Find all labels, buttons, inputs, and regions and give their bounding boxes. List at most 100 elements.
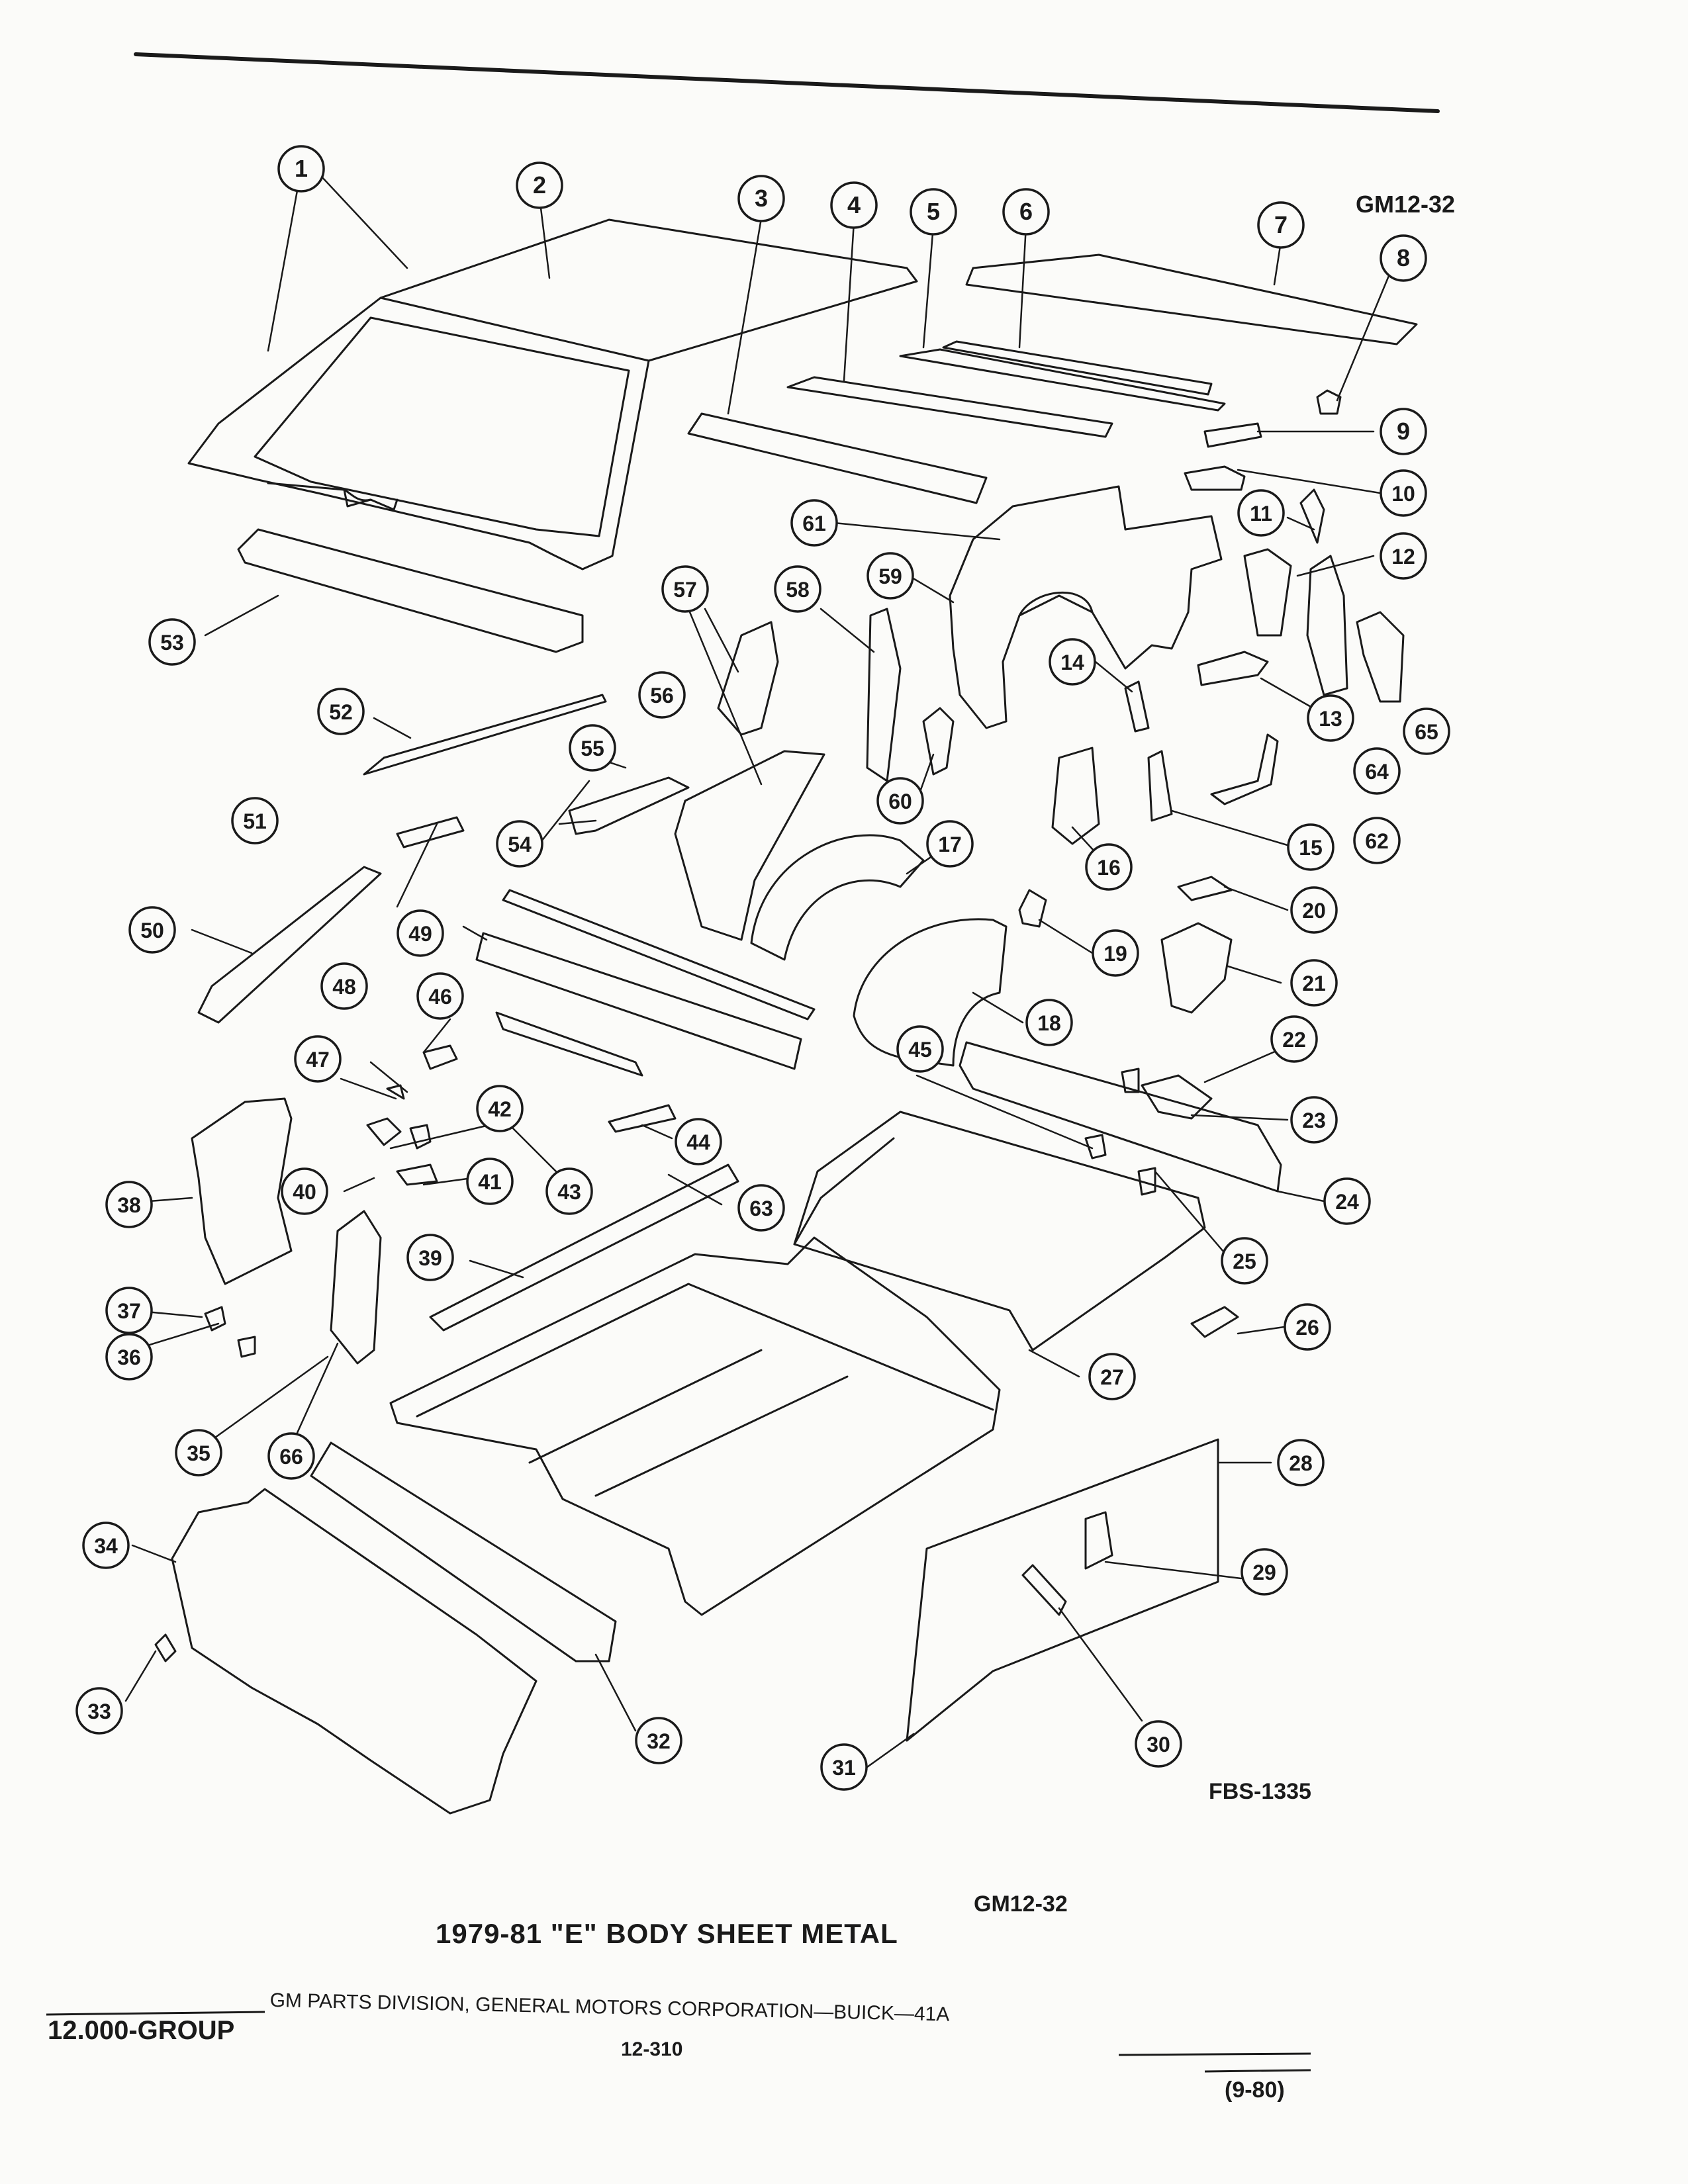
callout-1: 1 [277, 145, 325, 193]
callout-3: 3 [737, 175, 785, 222]
callout-number: 26 [1295, 1316, 1319, 1340]
callout-number: 17 [938, 833, 962, 856]
callout-circle [1290, 886, 1338, 934]
callout-circle [545, 1167, 593, 1215]
callout-number: 15 [1299, 836, 1323, 860]
callout-60: 60 [876, 777, 924, 825]
figure-caption: 1979-81 "E" BODY SHEET METAL [436, 1918, 898, 1949]
callout-number: 57 [673, 578, 697, 602]
callout-number: 39 [418, 1246, 442, 1270]
callout-54: 54 [496, 820, 543, 868]
callout-number: 34 [94, 1534, 118, 1558]
callout-circle [406, 1234, 454, 1281]
callout-number: 9 [1397, 418, 1410, 445]
roof-side-rail-part [475, 932, 802, 1070]
callout-40: 40 [281, 1167, 328, 1215]
callout-circle [1353, 747, 1401, 795]
callout-circle [148, 618, 196, 666]
callout-number: 24 [1335, 1190, 1359, 1214]
callout-circle [397, 909, 444, 957]
callout-number: 16 [1097, 856, 1121, 880]
callout-number: 36 [117, 1345, 141, 1369]
callout-circle [1323, 1177, 1371, 1225]
callout-17: 17 [926, 820, 974, 868]
callout-number: 23 [1302, 1109, 1326, 1132]
cowl-panel-part [310, 1441, 617, 1662]
callout-30: 30 [1135, 1720, 1182, 1768]
callout-circle [635, 1717, 682, 1764]
callout-32: 32 [635, 1717, 682, 1764]
callout-6: 6 [1002, 188, 1050, 236]
callout-61: 61 [790, 499, 838, 547]
callout-circle [737, 1184, 785, 1232]
callout-number: 46 [428, 985, 452, 1009]
inner-quarter-part [674, 750, 825, 941]
callout-5: 5 [910, 188, 957, 236]
callout-circle [926, 820, 974, 868]
callout-number: 29 [1252, 1561, 1276, 1584]
callout-20: 20 [1290, 886, 1338, 934]
callout-8: 8 [1380, 234, 1427, 282]
callout-circle [638, 671, 686, 719]
callout-number: 35 [187, 1441, 211, 1465]
callout-circle [1088, 1353, 1136, 1400]
callout-14: 14 [1049, 638, 1096, 686]
callout-circle [820, 1743, 868, 1791]
callout-circle [1353, 817, 1401, 864]
callout-circle [1241, 1548, 1288, 1596]
callout-circle [1287, 823, 1335, 871]
callout-circle [1380, 408, 1427, 455]
callout-circle [1380, 469, 1427, 517]
callout-circle [896, 1025, 944, 1073]
callout-circle [231, 797, 279, 844]
callout-27: 27 [1088, 1353, 1136, 1400]
dash-panel-part [171, 1488, 538, 1815]
callout-24: 24 [1323, 1177, 1371, 1225]
callout-number: 30 [1147, 1733, 1170, 1756]
callout-9: 9 [1380, 408, 1427, 455]
callout-circle [1002, 188, 1050, 236]
callout-62: 62 [1353, 817, 1401, 864]
top-rule [134, 52, 1440, 113]
callout-circle [1092, 929, 1139, 977]
callout-circle [1237, 489, 1285, 537]
callout-11: 11 [1237, 489, 1285, 537]
callout-circle [466, 1158, 514, 1205]
callout-63: 63 [737, 1184, 785, 1232]
callout-circle [267, 1432, 315, 1480]
callout-number: 54 [508, 833, 532, 856]
callout-25: 25 [1221, 1237, 1268, 1285]
callout-18: 18 [1025, 999, 1073, 1046]
callout-circle [1135, 1720, 1182, 1768]
floor-pan-part [389, 1236, 1001, 1616]
figure-code-top: GM12-32 [1356, 191, 1456, 218]
sunroof-panel-part [965, 253, 1418, 345]
callout-number: 11 [1250, 502, 1272, 525]
callout-number: 66 [279, 1445, 303, 1469]
callout-number: 7 [1274, 211, 1288, 238]
callout-circle [1290, 1096, 1338, 1144]
callout-50: 50 [128, 906, 176, 954]
callout-29: 29 [1241, 1548, 1288, 1596]
callout-circle [1270, 1015, 1318, 1063]
hinge-pillar-part [330, 1210, 382, 1365]
callout-circle [105, 1287, 153, 1334]
callout-number: 6 [1019, 198, 1033, 225]
callout-circle [910, 188, 957, 236]
callout-circle [1257, 201, 1305, 249]
callout-number: 49 [408, 922, 432, 946]
callout-circle [1085, 843, 1133, 891]
callout-number: 2 [533, 171, 546, 199]
callout-circle [175, 1429, 222, 1477]
drawing-number: FBS-1335 [1209, 1779, 1311, 1804]
callout-15: 15 [1287, 823, 1335, 871]
callout-circle [496, 820, 543, 868]
callout-48: 48 [320, 962, 368, 1010]
rear-end-panel-part [959, 1041, 1282, 1193]
group-code: 12.000-GROUP [48, 2016, 235, 2045]
callout-number: 45 [908, 1038, 932, 1062]
callout-circle [1290, 959, 1338, 1007]
callout-number: 32 [647, 1729, 671, 1753]
